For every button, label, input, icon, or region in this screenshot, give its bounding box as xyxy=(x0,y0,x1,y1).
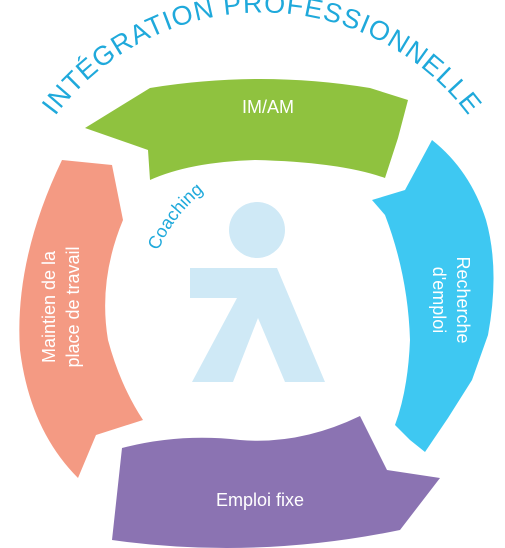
segment-im-am xyxy=(85,79,408,180)
segment-maintien-place xyxy=(19,160,143,478)
segment-label-recherche-line2: d'emploi xyxy=(429,267,449,333)
segment-label-recherche-line1: Recherche xyxy=(453,256,473,343)
segment-recherche-emploi xyxy=(372,140,494,452)
person-icon xyxy=(190,202,325,382)
segment-label-maintien-line2: place de travail xyxy=(63,246,83,367)
segment-label-emploi-fixe: Emploi fixe xyxy=(216,490,304,510)
segment-emploi-fixe xyxy=(112,416,440,548)
segment-label-maintien-line1: Maintien de la xyxy=(39,250,59,363)
segment-label-im-am: IM/AM xyxy=(242,97,294,117)
coaching-label: Coaching xyxy=(144,179,207,253)
